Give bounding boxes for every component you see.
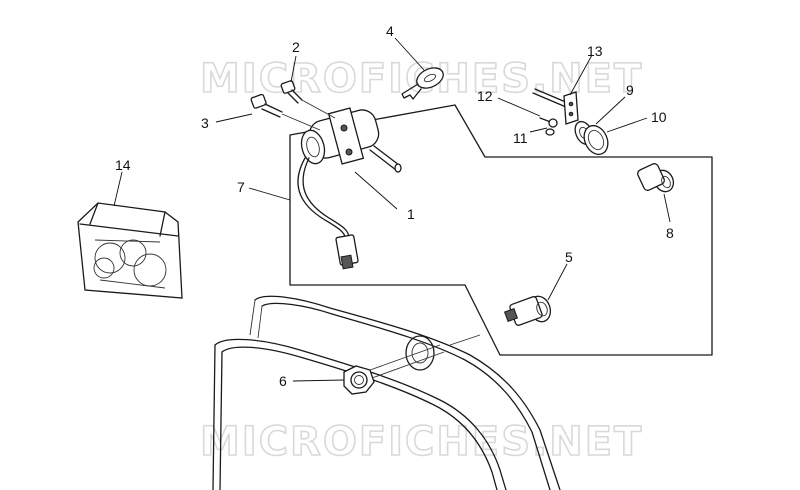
body-panel	[212, 295, 561, 490]
lock-cylinder-icon-2	[503, 295, 552, 326]
leader-lines	[113, 37, 671, 382]
callout-11: 11	[513, 130, 528, 146]
key-icon	[401, 67, 444, 100]
callout-1: 1	[407, 206, 415, 222]
callout-4: 4	[386, 23, 394, 39]
callout-8: 8	[666, 225, 674, 241]
gasket-icon	[583, 124, 609, 156]
watermark-bottom: MICROFICHES.NET	[200, 419, 643, 465]
ignition-switch-icon	[297, 107, 402, 270]
callout-3: 3	[201, 115, 209, 131]
small-screw-icon	[539, 117, 558, 128]
screw-icon	[280, 80, 336, 119]
callout-9: 9	[626, 82, 634, 98]
callout-6: 6	[279, 373, 287, 389]
callout-7: 7	[237, 179, 245, 195]
nut-icon	[343, 365, 375, 395]
callout-14: 14	[115, 157, 131, 173]
lock-cylinder-icon	[637, 163, 675, 193]
parts-bag-icon	[77, 202, 183, 299]
callout-5: 5	[565, 249, 573, 265]
bracket-icon	[532, 88, 579, 125]
screw-icon-2	[250, 93, 321, 131]
group-outline	[289, 104, 713, 356]
washer-icon	[545, 128, 555, 136]
callout-2: 2	[292, 39, 300, 55]
callout-12: 12	[477, 88, 493, 104]
callout-13: 13	[587, 43, 603, 59]
callout-10: 10	[651, 109, 667, 125]
